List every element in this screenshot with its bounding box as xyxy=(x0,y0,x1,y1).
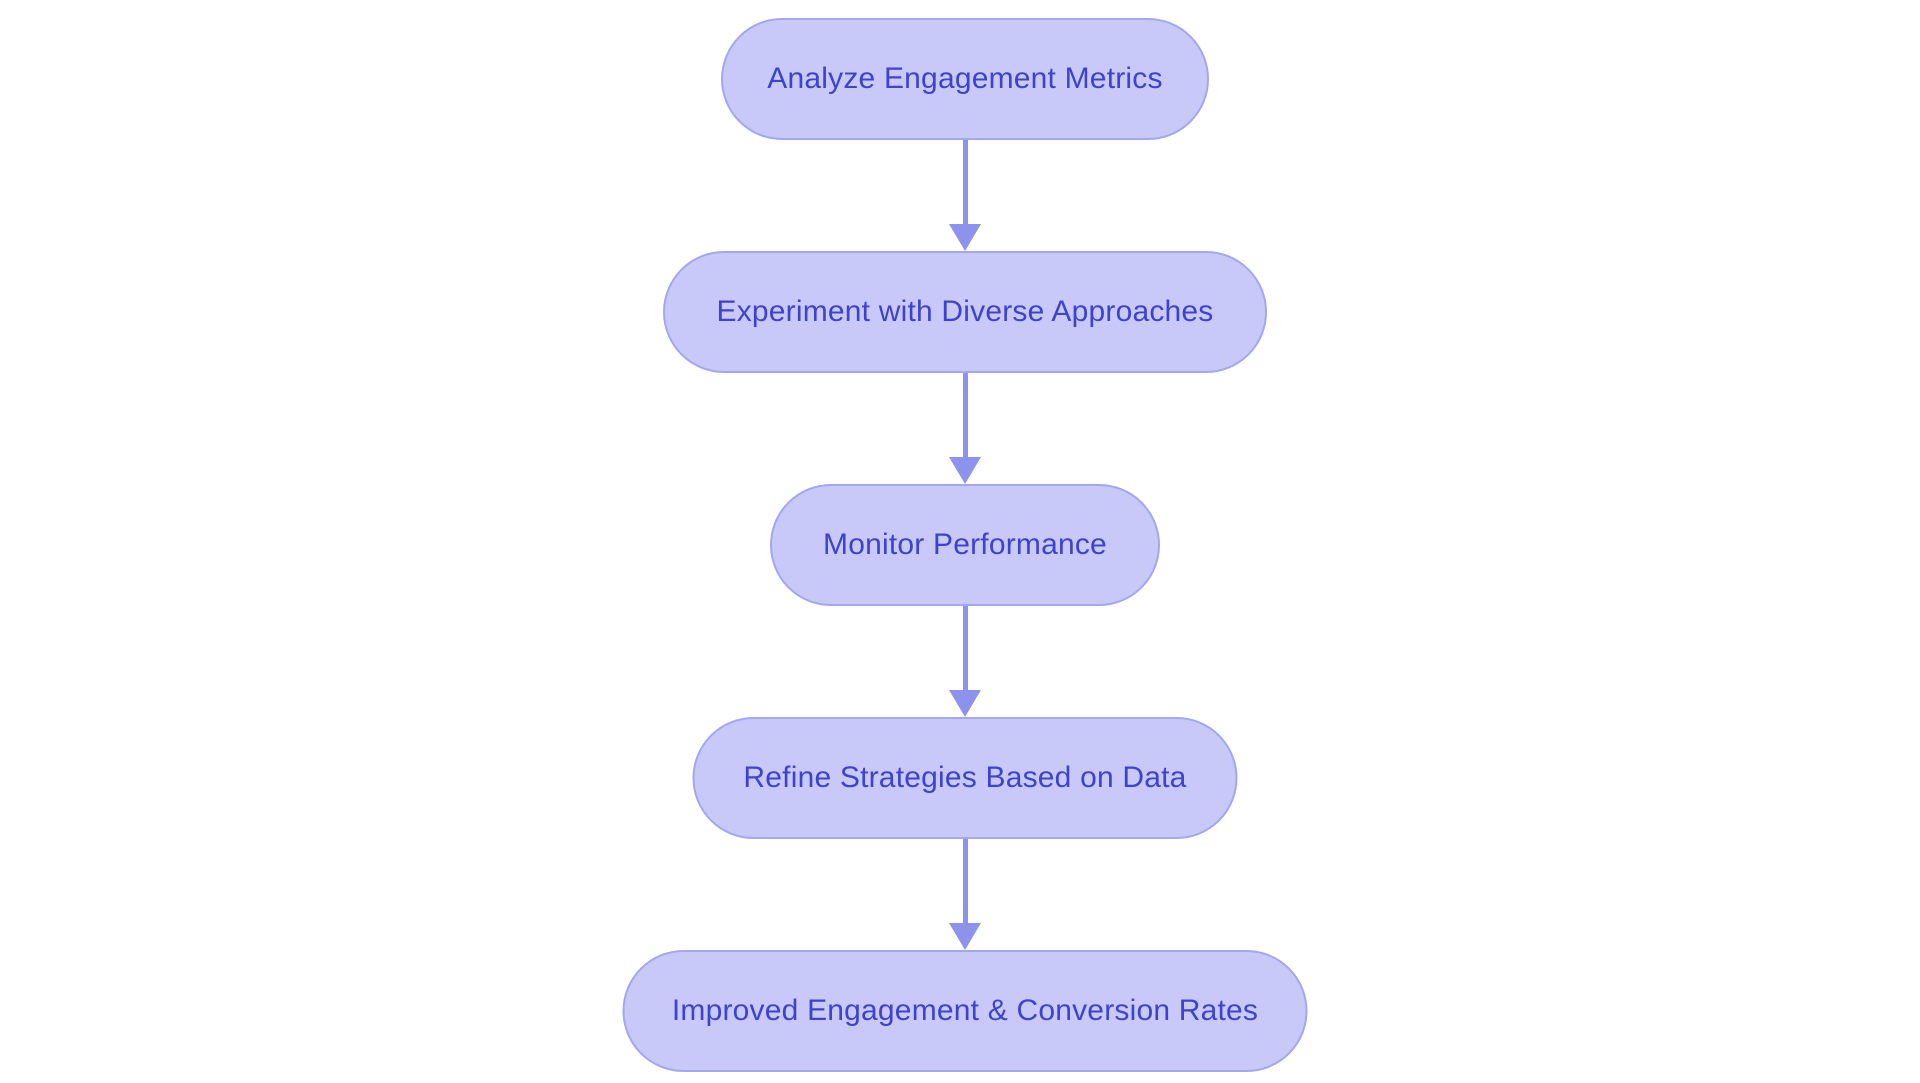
flow-arrow-down-icon xyxy=(949,839,981,950)
flow-arrow-down-icon xyxy=(949,140,981,251)
flow-arrow-down-icon xyxy=(949,606,981,717)
arrow-line xyxy=(962,373,968,457)
flow-node-experiment-with-diverse-approaches: Experiment with Diverse Approaches xyxy=(663,251,1267,373)
arrow-line xyxy=(962,606,968,690)
arrow-head xyxy=(949,457,981,484)
arrow-line xyxy=(962,140,968,224)
flow-arrow-down-icon xyxy=(949,373,981,484)
flow-node-analyze-engagement-metrics: Analyze Engagement Metrics xyxy=(721,18,1209,140)
node-label: Improved Engagement & Conversion Rates xyxy=(671,994,1259,1027)
arrow-head xyxy=(949,923,981,950)
node-label: Experiment with Diverse Approaches xyxy=(716,295,1214,328)
arrow-line xyxy=(962,839,968,923)
node-label: Monitor Performance xyxy=(823,528,1107,561)
arrow-head xyxy=(949,690,981,717)
arrow-head xyxy=(949,224,981,251)
node-label: Analyze Engagement Metrics xyxy=(767,62,1163,95)
flow-node-monitor-performance: Monitor Performance xyxy=(770,484,1160,606)
node-label: Refine Strategies Based on Data xyxy=(743,761,1187,794)
flow-node-refine-strategies-based-on-data: Refine Strategies Based on Data xyxy=(692,717,1238,839)
flow-node-improved-engagement-conversion-rates: Improved Engagement & Conversion Rates xyxy=(622,950,1308,1072)
